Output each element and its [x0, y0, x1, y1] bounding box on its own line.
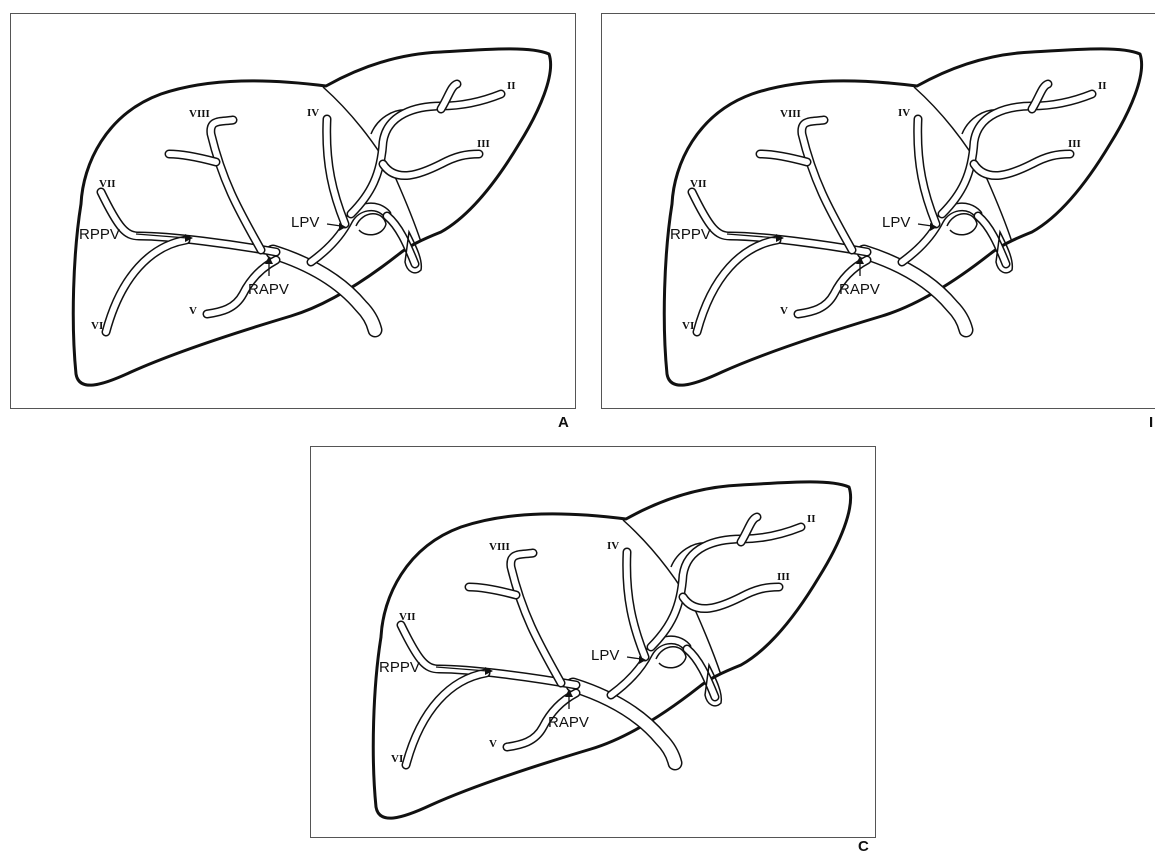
umbilical-loop	[947, 214, 977, 235]
segment-4-label: IV	[607, 540, 619, 552]
rapv-label: RAPV	[839, 281, 880, 298]
segment-8-label: VIII	[189, 108, 210, 120]
segment-4-label: IV	[898, 107, 910, 119]
diagram-panel-b: RPPV RAPV LPV II III IV V VI VII VIII	[601, 13, 1155, 409]
rppv-label: RPPV	[79, 226, 120, 243]
segment-2-label: II	[507, 80, 516, 92]
lpv-leader	[918, 224, 932, 226]
segment-5-label: V	[489, 738, 497, 750]
segment-6-label: VI	[91, 320, 103, 332]
segment-4-label: IV	[307, 107, 319, 119]
umbilical-loop	[656, 647, 686, 668]
rppv-label: RPPV	[379, 659, 420, 676]
panel-letter-b: I	[1149, 414, 1153, 431]
rapv-label: RAPV	[548, 714, 589, 731]
lpv-label: LPV	[291, 214, 319, 231]
segment-6-label: VI	[682, 320, 694, 332]
segment-3-label: III	[477, 138, 490, 150]
lpv-label: LPV	[591, 647, 619, 664]
lpv-label: LPV	[882, 214, 910, 231]
segment-6-label: VI	[391, 753, 403, 765]
segment-5-label: V	[780, 305, 788, 317]
segment-2-label: II	[807, 513, 816, 525]
segment-7-label: VII	[99, 178, 116, 190]
lpv-leader	[627, 657, 641, 659]
segment-6-branch	[697, 240, 777, 332]
segment-6-branch	[106, 240, 186, 332]
segment-7-label: VII	[399, 611, 416, 623]
segment-8-label: VIII	[489, 541, 510, 553]
segment-2-label: II	[1098, 80, 1107, 92]
liver-diagram: RPPV RAPV LPV II III IV V VI VII VIII	[11, 14, 576, 409]
segment-6-branch	[406, 673, 486, 765]
panel-letter-c: C	[858, 838, 869, 855]
lpv-leader	[327, 224, 341, 226]
segment-5-label: V	[189, 305, 197, 317]
diagram-panel-c: RPPV RAPV LPV II III IV V VI VII VIII	[310, 446, 876, 838]
segment-7-label: VII	[690, 178, 707, 190]
liver-diagram: RPPV RAPV LPV II III IV V VI VII VIII	[311, 447, 876, 838]
diagram-panel-a: RPPV RAPV LPV II III IV V VI VII VIII	[10, 13, 576, 409]
segment-3-label: III	[777, 571, 790, 583]
panel-letter-a: A	[558, 414, 569, 431]
rapv-label: RAPV	[248, 281, 289, 298]
liver-diagram: RPPV RAPV LPV II III IV V VI VII VIII	[602, 14, 1155, 409]
segment-3-label: III	[1068, 138, 1081, 150]
rppv-label: RPPV	[670, 226, 711, 243]
umbilical-loop	[356, 214, 386, 235]
segment-8-label: VIII	[780, 108, 801, 120]
